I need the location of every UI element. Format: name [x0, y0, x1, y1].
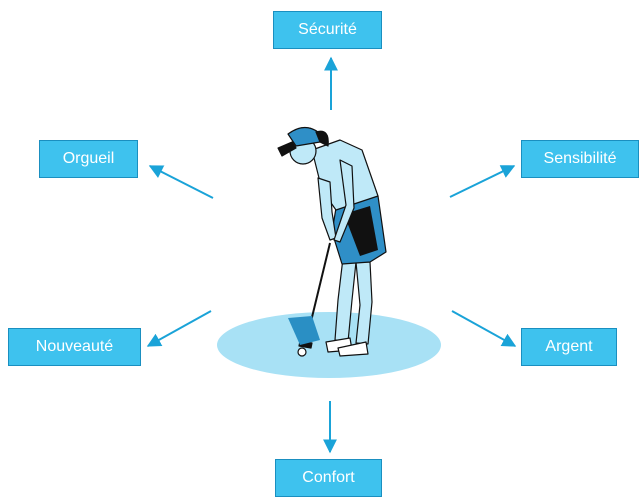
arrow-to-nouveaute: [148, 311, 211, 346]
node-confort-label: Confort: [302, 469, 354, 487]
arrow-to-orgueil: [150, 166, 213, 198]
node-confort: Confort: [275, 459, 382, 497]
node-sensibilite: Sensibilité: [521, 140, 639, 178]
node-securite-label: Sécurité: [298, 21, 357, 39]
node-orgueil-label: Orgueil: [63, 150, 115, 168]
node-nouveaute: Nouveauté: [8, 328, 141, 366]
arrow-to-sensibilite: [450, 166, 514, 197]
node-argent-label: Argent: [545, 338, 592, 356]
node-argent: Argent: [521, 328, 617, 366]
arrow-to-argent: [452, 311, 515, 346]
node-securite: Sécurité: [273, 11, 382, 49]
node-nouveaute-label: Nouveauté: [36, 338, 113, 356]
node-orgueil: Orgueil: [39, 140, 138, 178]
node-sensibilite-label: Sensibilité: [544, 150, 617, 168]
